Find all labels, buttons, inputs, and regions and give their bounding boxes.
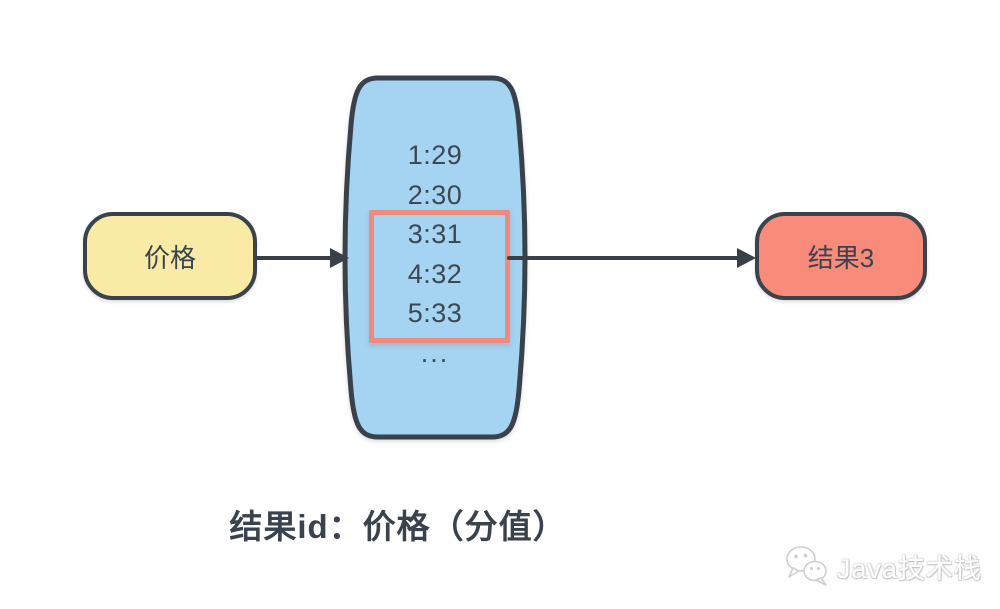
output-node-label: 结果3 (807, 242, 875, 273)
store-entry: 4:32 (407, 258, 463, 289)
wechat-icon (786, 546, 827, 586)
arrow-store-to-output (507, 248, 756, 268)
store-entry: 3:31 (407, 219, 463, 249)
store-entries-list: 1:29 2:30 3:31 4:32 5:33 ... (345, 136, 525, 373)
input-node-price: 价格 (83, 212, 257, 300)
diagram-caption: 结果id：价格（分值） (229, 508, 567, 545)
store-entry: 2:30 (407, 179, 463, 210)
highlighted-range-box (369, 210, 510, 343)
output-node-result3: 结果3 (755, 212, 927, 300)
input-node-label: 价格 (143, 242, 196, 273)
watermark: Java技术栈 (784, 544, 982, 588)
store-entry: 1:29 (407, 140, 463, 170)
watermark-text: Java技术栈 (837, 553, 983, 584)
store-entry: 5:33 (407, 298, 463, 328)
arrow-input-to-store (255, 248, 349, 268)
store-barrel-shape (342, 75, 528, 440)
store-entry-ellipsis: ... (420, 337, 450, 368)
